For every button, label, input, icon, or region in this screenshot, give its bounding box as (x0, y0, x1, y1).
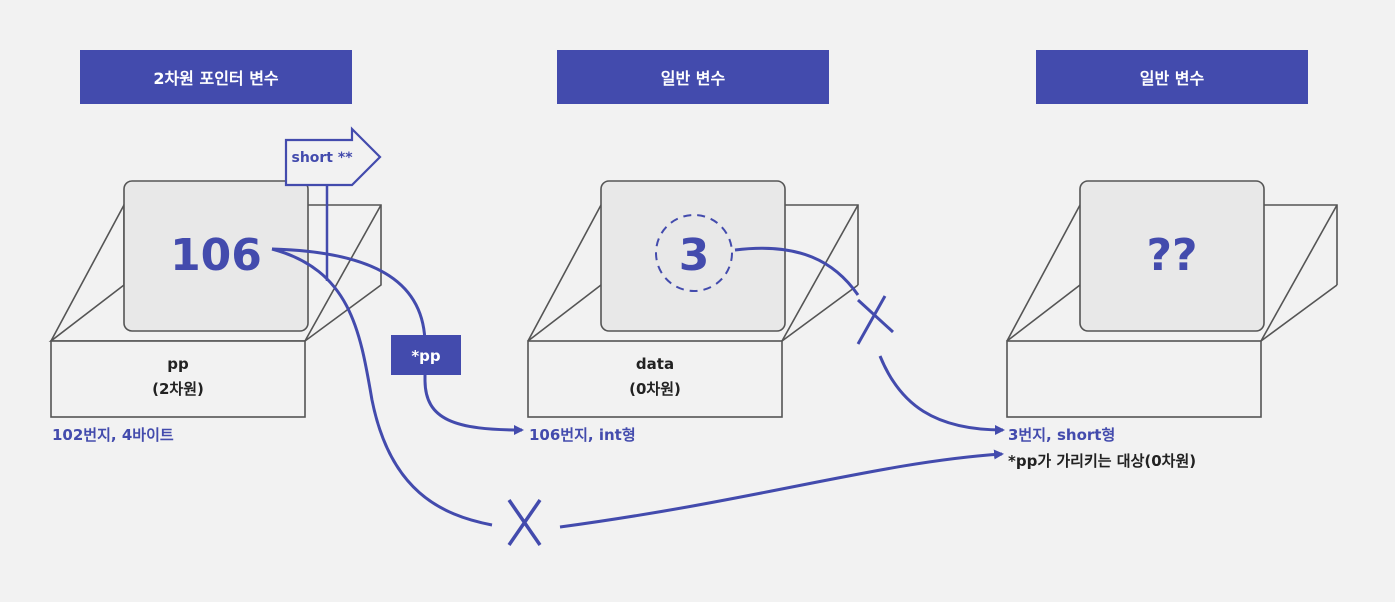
header-normal-variable-2: 일반 변수 (1036, 50, 1308, 104)
deref-label-box (391, 335, 461, 375)
memory-box-unknown (1006, 180, 1338, 418)
address-data: 106번지, int형 (529, 426, 636, 444)
memory-box-data (527, 180, 859, 418)
name-pp: pp (167, 355, 189, 373)
value-card-unknown (1079, 180, 1265, 332)
value-curve-a (734, 246, 860, 296)
dashed-circle (655, 214, 733, 292)
value-card-pp (123, 180, 309, 332)
value-data: 3 (679, 230, 710, 281)
small-x-icon (856, 295, 895, 345)
header-normal-variable-1: 일반 변수 (557, 50, 829, 104)
name-data: data (636, 355, 674, 373)
double-deref-curve-b (559, 449, 1004, 529)
double-deref-curve-a (271, 247, 493, 527)
value-card-data (600, 180, 786, 332)
type-tag-arrow: short ** (284, 126, 382, 281)
box-front-data (527, 340, 783, 418)
address-unknown: 3번지, short형 (1008, 426, 1115, 444)
value-pp: 106 (170, 230, 262, 281)
dim-data: (0차원) (629, 380, 681, 398)
box-front-unknown (1006, 340, 1262, 418)
type-tag-label: short ** (291, 150, 353, 166)
memory-box-pp (48, 180, 382, 418)
deref-label: *pp (411, 347, 441, 365)
header-pointer-variable: 2차원 포인터 변수 (80, 50, 352, 104)
value-curve-b (878, 355, 1005, 435)
box-front-pp (50, 340, 306, 418)
value-unknown: ?? (1146, 230, 1197, 281)
target-note: *pp가 가리키는 대상(0차원) (1008, 452, 1196, 470)
dim-pp: (2차원) (152, 380, 204, 398)
address-pp: 102번지, 4바이트 (52, 426, 174, 444)
big-x-icon (507, 499, 542, 546)
